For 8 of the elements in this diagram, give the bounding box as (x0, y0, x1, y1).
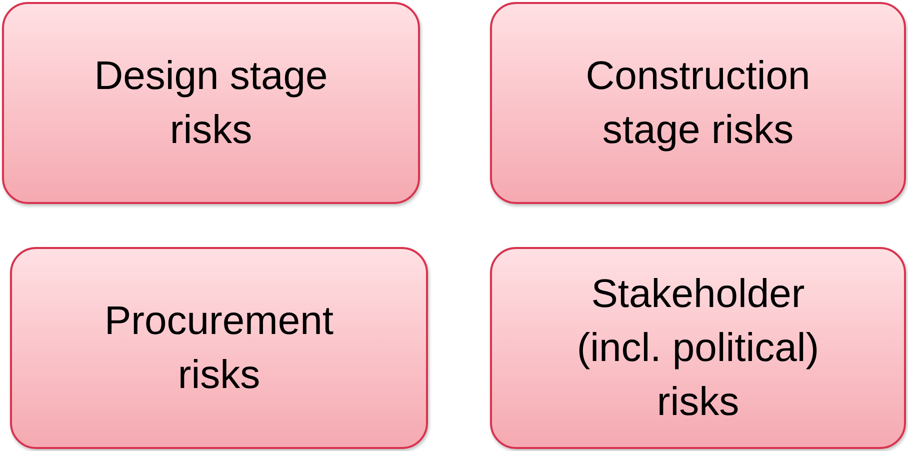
box-label: Procurement risks (104, 298, 334, 399)
risk-box (490, 2, 906, 204)
box-label: Stakeholder (incl. political) risks (576, 271, 820, 426)
risk-box (10, 247, 428, 449)
box-label: Construction stage risks (584, 53, 812, 154)
risk-box (490, 247, 906, 449)
box-label: Design stage risks (93, 53, 329, 154)
risk-box (2, 2, 420, 204)
